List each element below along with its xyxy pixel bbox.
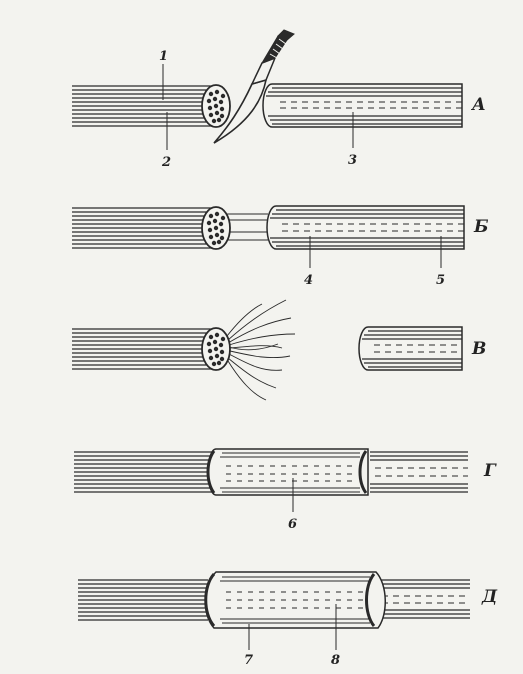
sleeve-d	[204, 571, 386, 629]
stump-lines	[72, 85, 215, 127]
callout-3: 3	[348, 153, 357, 168]
row-d: Д	[78, 571, 498, 629]
row-label-g: Г	[483, 461, 497, 481]
row-label-a: А	[470, 95, 486, 115]
frayed-fibers	[226, 299, 296, 401]
row-a: А	[72, 29, 486, 144]
callouts	[162, 64, 442, 650]
distal-stump-b	[266, 205, 465, 250]
callout-1: 1	[159, 49, 168, 64]
callout-4: 4	[304, 273, 313, 288]
handle-grip	[269, 38, 287, 59]
sleeve-g	[206, 448, 369, 496]
callout-2: 2	[161, 155, 171, 170]
proximal-stump-v	[72, 299, 296, 401]
fascicles	[206, 89, 226, 124]
scalpel-blade	[213, 78, 268, 144]
callout-8: 8	[331, 653, 340, 668]
proximal-stump-a	[72, 84, 231, 128]
callout-labels: 1 2 3 4 5 6 7 8	[159, 49, 445, 668]
row-g: Г	[74, 448, 497, 496]
row-v: В	[72, 299, 486, 401]
scalpel	[213, 29, 295, 144]
callout-7: 7	[244, 653, 253, 668]
distal-stump-a	[262, 83, 463, 128]
row-label-v: В	[471, 339, 486, 359]
row-b: Б	[72, 205, 489, 250]
distal-segment-v	[358, 326, 463, 371]
proximal-stump-b	[72, 206, 268, 250]
callout-5: 5	[436, 273, 445, 288]
row-label-b: Б	[473, 217, 489, 237]
row-label-d: Д	[481, 587, 498, 607]
callout-6: 6	[288, 517, 297, 532]
